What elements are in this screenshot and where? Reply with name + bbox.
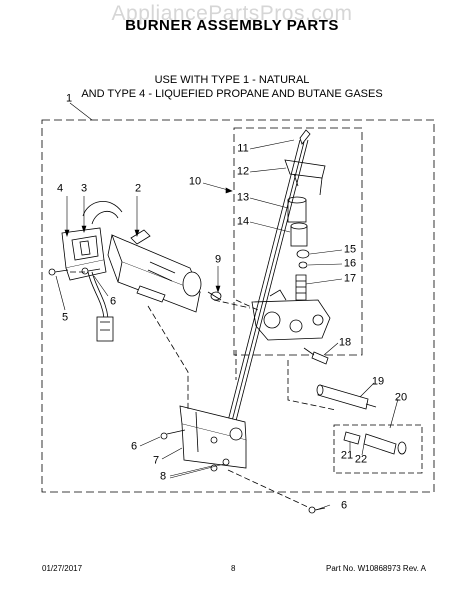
screw-part-18 (303, 347, 329, 365)
orifice-parts-21-22 (343, 431, 407, 455)
watermark: AppliancePartsPros.com (111, 2, 353, 25)
part-20-boundary (333, 424, 423, 474)
callout-6-bracket: 6 (130, 440, 138, 453)
assembly-boundary (41, 119, 435, 493)
callout-10: 10 (188, 175, 202, 188)
callout-5: 5 (61, 311, 69, 324)
igniter-wire (87, 271, 114, 342)
callout-3: 3 (80, 182, 88, 195)
gas-valve (251, 129, 331, 341)
footer-part-number: Part No. W10868973 Rev. A (326, 564, 426, 573)
callout-1: 1 (65, 92, 73, 105)
callout-20: 20 (394, 391, 408, 404)
callout-12: 12 (236, 165, 250, 178)
igniter-part-9 (207, 291, 222, 301)
callout-2: 2 (134, 182, 142, 195)
screws-left (48, 267, 101, 276)
callout-11: 11 (237, 142, 249, 155)
callout-6-bottom: 6 (340, 499, 348, 512)
callout-6-left: 6 (109, 295, 117, 308)
callout-13: 13 (236, 191, 250, 204)
leader-lines (55, 102, 399, 511)
callout-4: 4 (56, 182, 64, 195)
callout-17: 17 (343, 272, 357, 285)
dashed-connectors (70, 271, 337, 509)
callout-15: 15 (343, 243, 357, 256)
page-title: BURNER ASSEMBLY PARTS (125, 17, 339, 34)
valve-group-boundary (233, 127, 363, 356)
footer-page-number: 8 (231, 564, 236, 573)
callout-7: 7 (152, 454, 160, 467)
callout-9: 9 (214, 253, 222, 266)
callout-8: 8 (159, 470, 167, 483)
use-with-line-1: USE WITH TYPE 1 - NATURAL (154, 74, 310, 86)
mounting-bracket (179, 405, 247, 469)
tube-part-19 (316, 384, 377, 410)
callout-19: 19 (371, 375, 385, 388)
callout-14: 14 (236, 215, 250, 228)
callout-16: 16 (343, 257, 357, 270)
support-rods (217, 139, 309, 461)
footer-date: 01/27/2017 (42, 564, 83, 573)
callout-21: 21 (340, 449, 354, 462)
callout-18: 18 (338, 336, 352, 349)
use-with-line-2: AND TYPE 4 - LIQUEFIED PROPANE AND BUTAN… (81, 88, 383, 100)
screws-bracket (160, 429, 326, 514)
burner-tube (82, 201, 202, 313)
callout-22: 22 (354, 453, 368, 466)
